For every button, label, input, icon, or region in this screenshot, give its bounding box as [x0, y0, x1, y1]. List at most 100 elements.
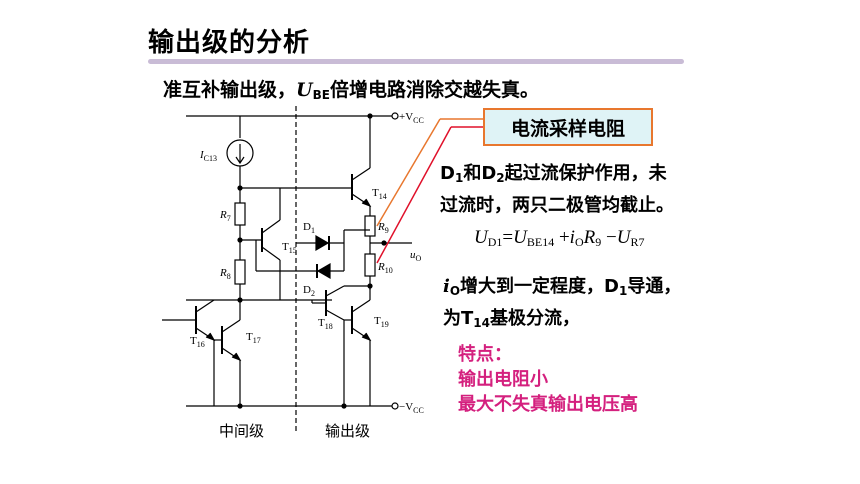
label-t17-sub: 17 — [253, 336, 261, 345]
pointer-orange — [376, 118, 441, 227]
label-t15-sub: 15 — [289, 246, 297, 255]
vcc-pos-terminal — [391, 112, 399, 120]
note-2-line-2-pre: 为 — [443, 308, 461, 329]
features-list: 特点： 输出电阻小 最大不失真输出电压高 — [458, 342, 638, 417]
label-t14-main: T — [372, 187, 379, 199]
label-r7-sub: 7 — [227, 214, 231, 223]
page-title: 输出级的分析 — [148, 28, 311, 58]
eq-lhs-var: U — [474, 227, 488, 248]
eq-t2-var: i — [569, 227, 575, 248]
label-ic13-main: I — [199, 149, 205, 161]
label-t14: T14 — [372, 187, 387, 201]
label-vcc-pos-sub: CC — [413, 116, 424, 125]
label-t18-main: T — [318, 317, 325, 329]
label-ic13: IC13 — [199, 149, 217, 163]
label-d2-sub: 2 — [311, 289, 315, 298]
title-underline — [148, 59, 684, 64]
label-t16: T16 — [190, 335, 205, 349]
label-r7: R7 — [219, 209, 231, 223]
section-label-middle-stage: 中间级 — [219, 422, 265, 440]
label-uo-main: u — [410, 249, 416, 261]
note-1-d1: D — [440, 163, 455, 184]
note-2-line-2-end: 基极分流， — [489, 308, 580, 329]
note-1-line-2: 过流时，两只二极管均截止。 — [440, 195, 674, 216]
resistor-r8 — [234, 259, 246, 285]
label-r8: R8 — [219, 267, 231, 281]
subtitle-sub: BE — [312, 88, 330, 102]
resistor-r10 — [364, 253, 376, 277]
pointer-red — [376, 126, 452, 264]
label-d2: D2 — [303, 284, 315, 298]
section-label-output-stage: 输出级 — [325, 422, 371, 440]
note-2-line-1: iO增大到一定程度，D1导通， — [443, 273, 681, 305]
label-t16-main: T — [190, 335, 197, 347]
note-2-t14: T — [461, 308, 474, 329]
eq-t2-r: R — [583, 227, 596, 248]
eq-t3-sub: R7 — [630, 235, 645, 249]
label-t19-sub: 19 — [381, 320, 389, 329]
label-r9-sub: 9 — [385, 226, 389, 235]
label-t15-main: T — [282, 241, 289, 253]
eq-minus: − — [605, 227, 617, 248]
eq-t2-sub: O — [574, 235, 584, 249]
label-t17: T17 — [246, 331, 261, 345]
note-1-line-1: D1和D2起过流保护作用，未 — [440, 160, 674, 192]
diode-d2 — [316, 262, 331, 280]
eq-equals: = — [502, 227, 514, 248]
eq-lhs-sub: D1 — [487, 235, 503, 249]
resistor-r9 — [364, 215, 376, 237]
eq-t3-var: U — [616, 227, 631, 248]
note-2-d1-sub: 1 — [619, 284, 628, 298]
note-1-d2-sub: 2 — [496, 171, 505, 185]
label-d1-main: D — [303, 221, 311, 233]
label-r8-sub: 8 — [227, 272, 231, 281]
features-heading: 特点： — [458, 344, 512, 365]
note-1-d1-sub: 1 — [454, 171, 464, 185]
note-2-line-2: 为T14基极分流， — [443, 305, 681, 337]
subtitle-var: U — [296, 79, 313, 101]
label-uo-sub: O — [416, 254, 422, 263]
label-t16-sub: 16 — [197, 340, 205, 349]
label-t17-main: T — [246, 331, 253, 343]
label-r9: R9 — [377, 221, 389, 235]
label-d1: D1 — [303, 221, 315, 235]
label-r10: R10 — [377, 261, 393, 275]
eq-plus: + — [558, 227, 570, 248]
note-2-io-sub: O — [449, 284, 461, 298]
note-2-t14-sub: 14 — [473, 316, 490, 330]
label-t18-sub: 18 — [325, 322, 333, 331]
note-d1-conduction: iO增大到一定程度，D1导通， 为T14基极分流， — [443, 273, 681, 337]
equation-ud1: UD1=UBE14 +iOR9 −UR7 — [474, 227, 644, 250]
eq-t1-var: U — [513, 227, 527, 248]
note-overcurrent-protection: D1和D2起过流保护作用，未 过流时，两只二极管均截止。 — [440, 160, 674, 220]
label-vcc-neg: −VCC — [399, 401, 424, 415]
callout-text: 电流采样电阻 — [510, 117, 625, 140]
label-vcc-neg-main: −V — [399, 401, 413, 413]
eq-t2-r-sub: 9 — [595, 235, 602, 249]
note-2-d1: D — [604, 276, 619, 297]
label-r8-main: R — [219, 267, 227, 279]
label-t19: T19 — [374, 315, 389, 329]
note-1-line-1-rest: 起过流保护作用，未 — [504, 163, 667, 184]
label-t15: T15 — [282, 241, 297, 255]
eq-t1-sub: BE14 — [526, 235, 555, 249]
label-r10-main: R — [377, 261, 385, 273]
label-t18: T18 — [318, 317, 333, 331]
label-vcc-pos: +VCC — [399, 111, 424, 125]
diode-d1 — [315, 234, 330, 252]
label-d2-main: D — [303, 284, 311, 296]
label-vcc-pos-main: +V — [399, 111, 413, 123]
note-2-line-1-mid: 增大到一定程度， — [460, 276, 605, 297]
vcc-neg-terminal — [391, 402, 399, 410]
label-d1-sub: 1 — [311, 226, 315, 235]
label-r9-main: R — [377, 221, 385, 233]
label-r7-main: R — [219, 209, 227, 221]
title-block: 输出级的分析 — [148, 22, 310, 59]
note-1-d2: D — [481, 163, 497, 184]
label-ic13-sub: C13 — [204, 154, 217, 163]
resistor-r7 — [234, 202, 246, 226]
feature-item-1: 输出电阻小 — [458, 369, 548, 390]
note-1-and: 和 — [463, 163, 482, 184]
callout-current-sampling-resistor: 电流采样电阻 — [483, 108, 653, 146]
